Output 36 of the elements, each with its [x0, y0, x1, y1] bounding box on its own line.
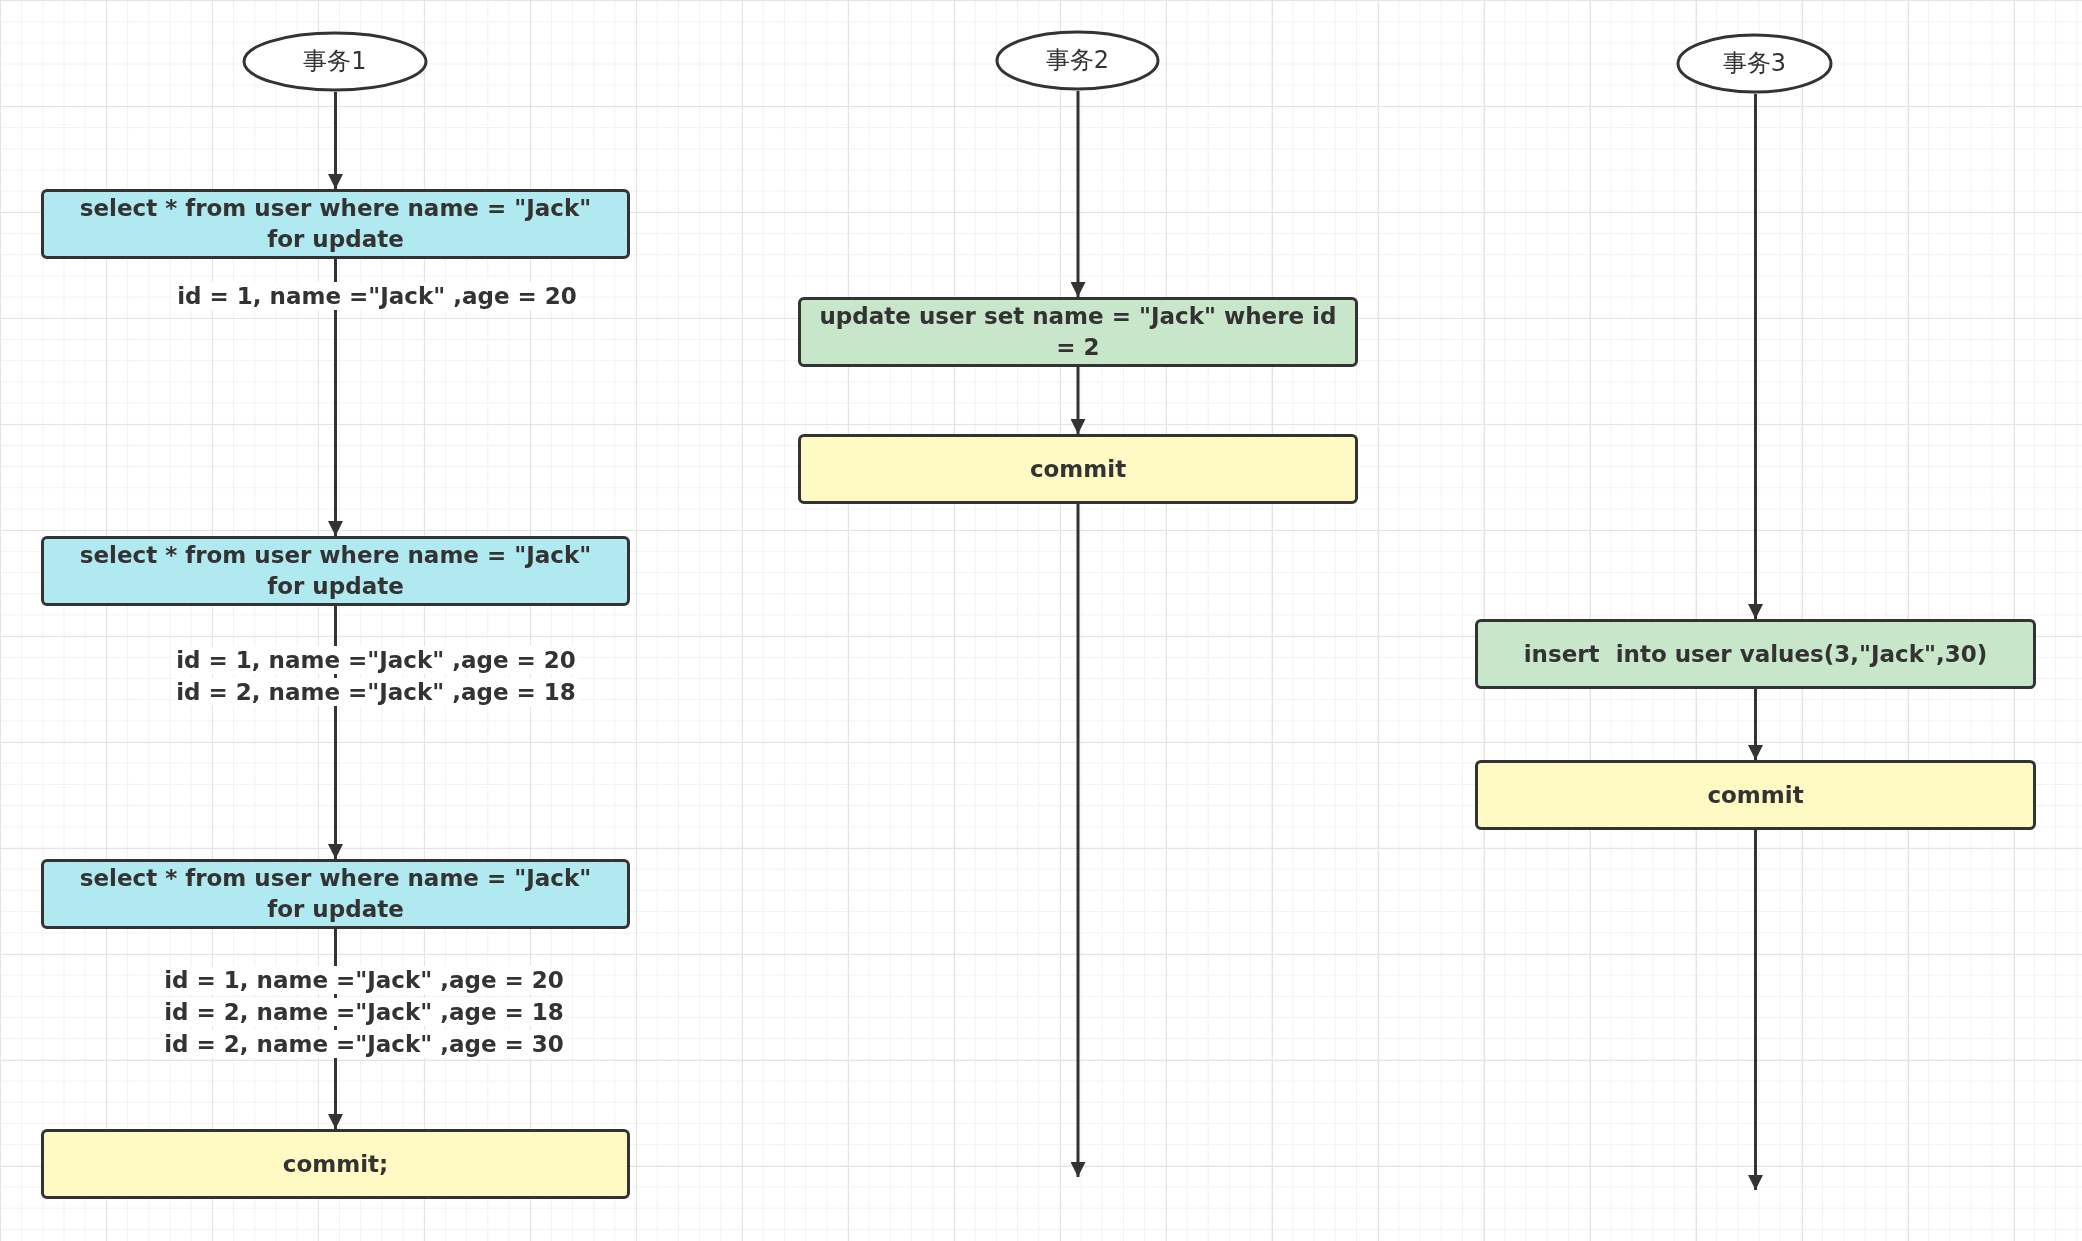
- node-text: 事务2: [1044, 45, 1111, 76]
- arrow: [1748, 830, 1763, 1190]
- result-row-text: id = 1, name ="Jack" ,age = 20: [175, 282, 579, 310]
- node-text: select * from user where name = "Jack" for update: [78, 864, 593, 924]
- arrow: [1070, 367, 1086, 434]
- process-box: [1475, 619, 2036, 689]
- process-box: [41, 189, 630, 259]
- node-text: commit;: [281, 1149, 390, 1179]
- process-box: [798, 297, 1358, 367]
- result-row-text: id = 2, name ="Jack" ,age = 18: [162, 998, 566, 1026]
- process-box: [41, 536, 630, 606]
- start-ellipse: [242, 31, 428, 92]
- arrow: [1070, 504, 1086, 1177]
- process-box: [1475, 760, 2036, 830]
- process-box: [798, 434, 1358, 504]
- node-text: select * from user where name = "Jack" for update: [78, 541, 593, 601]
- start-ellipse: [1676, 33, 1833, 94]
- node-text: select * from user where name = "Jack" for update: [78, 194, 593, 254]
- start-ellipse: [995, 30, 1160, 91]
- node-text: 事务3: [1721, 48, 1788, 79]
- node-text: commit: [1028, 454, 1128, 484]
- arrow: [1748, 689, 1763, 760]
- result-row-text: id = 2, name ="Jack" ,age = 30: [162, 1030, 566, 1058]
- node-text: commit: [1706, 780, 1805, 810]
- arrow: [328, 92, 343, 189]
- result-row-text: id = 2, name ="Jack" ,age = 18: [174, 678, 578, 706]
- arrow: [1748, 94, 1763, 619]
- result-row-text: id = 1, name ="Jack" ,age = 20: [174, 646, 578, 674]
- result-row-text: id = 1, name ="Jack" ,age = 20: [162, 966, 566, 994]
- node-text: insert into user values(3,"Jack",30): [1522, 639, 1989, 669]
- node-text: update user set name = "Jack" where id = 2: [818, 302, 1338, 362]
- process-box: [41, 859, 630, 929]
- arrow: [1070, 91, 1086, 297]
- arrow: [328, 259, 343, 536]
- node-text: 事务1: [302, 46, 368, 77]
- process-box: [41, 1129, 630, 1199]
